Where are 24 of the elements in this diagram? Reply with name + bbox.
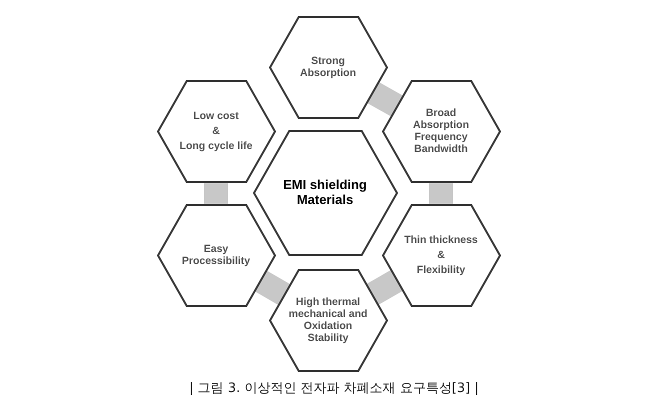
hexagon-node: [268, 268, 388, 372]
node-label: Strong Absorption: [299, 54, 357, 80]
hexagon-node: [382, 204, 500, 306]
node-label: Long cycle life: [178, 140, 254, 152]
connector-band: [366, 81, 403, 117]
node-label: Low cost: [192, 110, 240, 122]
node-label: EMI shielding Materials: [282, 178, 368, 208]
hexagon-node: [156, 204, 276, 306]
node-label: Easy Processibility: [180, 242, 252, 268]
hexagon-node: [252, 130, 398, 256]
connector-band: [204, 182, 228, 204]
node-label: &: [436, 248, 446, 262]
node-label: Thin thickness: [403, 234, 479, 246]
node-label: Flexibility: [416, 264, 466, 276]
node-label: High thermal mechanical and Oxidation Stability: [288, 296, 368, 344]
hexagon-node: [268, 16, 388, 118]
connector-band: [254, 270, 290, 306]
connector-band: [366, 270, 404, 306]
node-label: &: [211, 124, 221, 138]
node-label: Broad Absorption Frequency Bandwidth: [412, 106, 470, 156]
hexagon-node: [382, 80, 500, 182]
hexagon-node: [156, 80, 276, 182]
figure-caption: | 그림 3. 이상적인 전자파 차폐소재 요구특성[3] |: [188, 380, 480, 398]
connector-band: [429, 182, 453, 204]
